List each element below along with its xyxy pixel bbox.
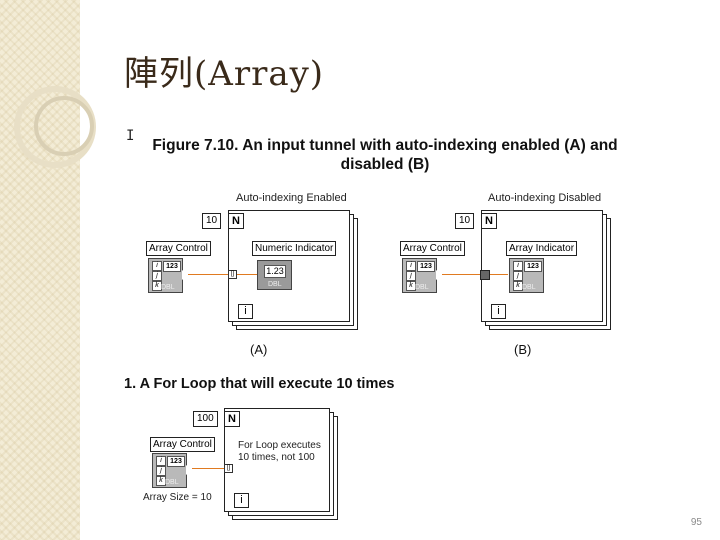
numeric-type-label: 123 [163, 261, 181, 272]
index-i: i [156, 456, 166, 466]
array-control-label: Array Control [400, 241, 465, 256]
for-loop-frame [224, 408, 330, 512]
array-indicator-terminal[interactable]: i j k 123 DBL [509, 258, 544, 293]
auto-index-tunnel-icon[interactable]: [] [228, 270, 237, 279]
count-terminal[interactable]: N [224, 411, 240, 427]
loop-note-line-1: For Loop executes [238, 440, 321, 451]
index-i: i [152, 261, 162, 271]
index-i: i [513, 261, 523, 271]
index-i: i [406, 261, 416, 271]
panel-b-caption: Auto-indexing Disabled [488, 192, 602, 204]
index-k: k [152, 281, 162, 291]
page-number: 95 [690, 517, 702, 528]
numeric-indicator-label: Numeric Indicator [252, 241, 337, 256]
figure-caption: Figure 7.10. An input tunnel with auto-i… [152, 137, 618, 173]
dbl-type-label: DBL [415, 284, 429, 291]
decorative-ring-shadow [34, 96, 94, 156]
array-control-terminal[interactable]: i j k 123 DBL [152, 453, 192, 488]
panel-a-sublabel: (A) [250, 342, 268, 357]
dbl-type-label: DBL [522, 284, 536, 291]
count-terminal[interactable]: N [228, 213, 244, 229]
array-control-label: Array Control [146, 241, 211, 256]
output-arrow-icon [186, 465, 192, 475]
data-wire[interactable] [490, 274, 508, 275]
array-indicator-label: Array Indicator [506, 241, 578, 256]
iteration-terminal[interactable]: i [238, 304, 253, 319]
numeric-type-label: 123 [417, 261, 435, 272]
loop-count-constant[interactable]: 10 [202, 213, 222, 229]
iteration-terminal[interactable]: i [491, 304, 506, 319]
index-j: j [513, 271, 523, 281]
data-wire[interactable] [442, 274, 482, 275]
array-control-terminal[interactable]: i j k 123 DBL [402, 258, 442, 293]
decorative-sidebar [0, 0, 80, 540]
output-arrow-icon [436, 270, 442, 280]
index-k: k [156, 476, 166, 486]
count-terminal[interactable]: N [481, 213, 497, 229]
step-heading: 1. A For Loop that will execute 10 times [124, 376, 395, 392]
slide-title: 陣列(Array) [124, 54, 325, 94]
index-j: j [406, 271, 416, 281]
panel-b-sublabel: (B) [514, 342, 532, 357]
dbl-type-label: DBL [268, 281, 282, 288]
iteration-terminal[interactable]: i [234, 493, 249, 508]
data-wire[interactable] [237, 274, 257, 275]
data-wire[interactable] [188, 274, 230, 275]
dbl-type-label: DBL [165, 479, 179, 486]
loop-note-line-2: 10 times, not 100 [238, 452, 315, 463]
non-indexing-tunnel-icon[interactable] [480, 270, 490, 280]
output-arrow-icon [182, 270, 188, 280]
index-k: k [406, 281, 416, 291]
data-wire[interactable] [192, 468, 224, 469]
numeric-type-label: 123 [524, 261, 542, 272]
numeric-indicator-terminal[interactable]: 1.23 DBL [257, 260, 292, 290]
array-control-terminal[interactable]: i j k 123 DBL [148, 258, 188, 293]
panel-a-caption: Auto-indexing Enabled [236, 192, 347, 204]
index-j: j [156, 466, 166, 476]
index-j: j [152, 271, 162, 281]
text-cursor-icon: I [126, 128, 135, 144]
index-k: k [513, 281, 523, 291]
dbl-type-label: DBL [161, 284, 175, 291]
loop-count-constant[interactable]: 100 [193, 411, 218, 427]
indicator-value: 1.23 [264, 265, 286, 278]
loop-note: For Loop executes 10 times, not 100 [238, 440, 321, 464]
auto-index-tunnel-icon[interactable]: [] [224, 464, 233, 473]
array-control-label: Array Control [150, 437, 215, 452]
numeric-type-label: 123 [167, 456, 185, 467]
array-size-note: Array Size = 10 [143, 492, 212, 503]
loop-count-constant[interactable]: 10 [455, 213, 475, 229]
